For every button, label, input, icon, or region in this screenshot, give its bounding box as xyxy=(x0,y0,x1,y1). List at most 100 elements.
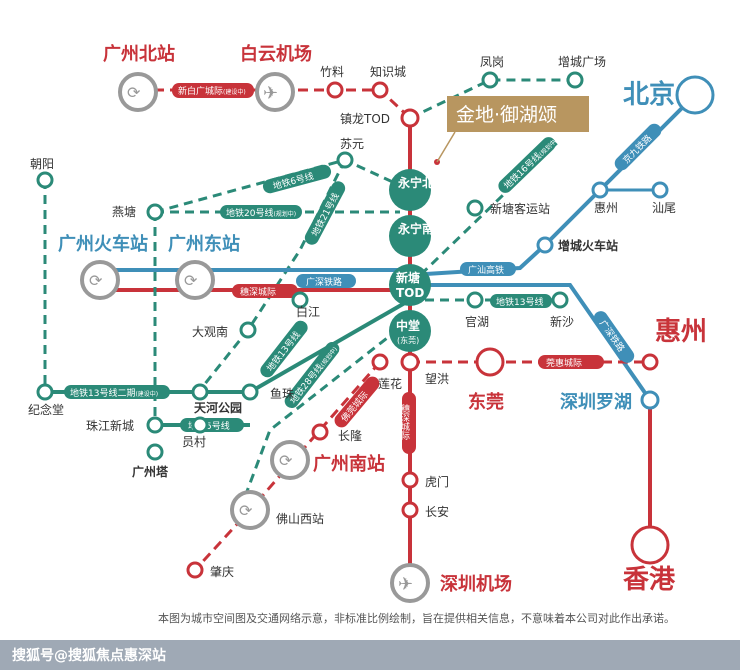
label-guanhu: 官湖 xyxy=(465,314,489,329)
svg-text:地铁13号线二期(建设中): 地铁13号线二期(建设中) xyxy=(70,387,158,399)
label-zhishicheng: 知识城 xyxy=(370,65,406,79)
dot-huizhou-s xyxy=(591,181,609,199)
airport-icons: ✈ ✈ xyxy=(255,72,430,603)
dot-baijiang xyxy=(291,291,309,309)
svg-text:✈: ✈ xyxy=(263,83,278,104)
label-baijiang: 白江 xyxy=(296,304,320,319)
label-huizhou-s: 惠州 xyxy=(594,201,618,215)
dot-tianhe-park xyxy=(191,383,209,401)
svg-text:永宁南站: 永宁南站 xyxy=(397,221,446,236)
label-baiyun: 白云机场 xyxy=(240,43,312,65)
svg-text:(东莞): (东莞) xyxy=(397,335,419,345)
label-huizhou-big: 惠州 xyxy=(655,317,707,347)
gz-rail-icon: ⟳ xyxy=(80,260,120,300)
label-xintang-bus: 新塘客运站 xyxy=(490,201,550,216)
dot-fenggang xyxy=(481,71,499,89)
metro20-tag: 地铁20号线(规划中) xyxy=(220,205,302,219)
svg-text:京九铁路: 京九铁路 xyxy=(620,132,654,166)
metro16-tag: 地铁16号线(规划中) xyxy=(498,136,559,193)
svg-text:莞惠城际: 莞惠城际 xyxy=(546,357,582,369)
dot-chaoyang xyxy=(36,171,54,189)
dot-daguannan xyxy=(239,321,257,339)
label-gz-north: 广州北站 xyxy=(103,43,175,65)
dot-lianhua xyxy=(371,353,389,371)
label-zhuliao: 竹料 xyxy=(320,65,344,79)
label-zengcheng-sq: 增城广场 xyxy=(558,55,606,69)
svg-text:永宁北站: 永宁北站 xyxy=(397,175,446,190)
label-changan: 长安 xyxy=(425,504,449,519)
svg-text:金地·御湖颂: 金地·御湖颂 xyxy=(456,104,557,126)
label-lianhua: 莲花 xyxy=(378,376,402,391)
project-callout: 金地·御湖颂 xyxy=(436,96,589,163)
gs-high-tag: 广汕高铁 xyxy=(460,262,516,276)
metro6-tag: 地铁6号线 xyxy=(262,164,332,194)
dot-zhuliao xyxy=(326,81,344,99)
dot-shanwei xyxy=(651,181,669,199)
watermark: 搜狐号@搜狐焦点惠深站 xyxy=(12,647,166,664)
dot-zhenlong xyxy=(400,108,420,128)
station-dots xyxy=(36,71,669,579)
dot-suyuan xyxy=(336,151,354,169)
hub-yongning-n: 永宁北站 xyxy=(389,169,446,211)
svg-text:TOD: TOD xyxy=(396,286,424,300)
teal-hubs: 永宁北站 永宁南站 新塘 TOD 中堂 (东莞) xyxy=(389,169,446,352)
dot-humen xyxy=(401,471,419,489)
label-tianhe-park: 天河公园 xyxy=(194,400,242,415)
svg-text:⟳: ⟳ xyxy=(89,271,103,290)
label-xinsha: 新沙 xyxy=(550,314,574,329)
svg-text:⟳: ⟳ xyxy=(127,83,141,102)
rail-hub-icons: ⟳ ⟳ ⟳ ⟳ ⟳ xyxy=(80,72,310,530)
dot-yuzhu xyxy=(241,383,259,401)
label-zhujiang: 珠江新城 xyxy=(86,418,134,433)
svg-text:✈: ✈ xyxy=(398,574,413,595)
dot-luohu xyxy=(640,390,660,410)
dot-changan xyxy=(401,501,419,519)
dot-yantang xyxy=(146,203,164,221)
label-gz-tower: 广州塔 xyxy=(132,464,169,479)
metro5-tag: 地铁5号线 xyxy=(180,418,244,432)
svg-text:穗深城际: 穗深城际 xyxy=(240,286,276,298)
line-paths xyxy=(43,78,697,580)
svg-text:中堂: 中堂 xyxy=(396,318,420,333)
label-fenggang: 凤岗 xyxy=(480,55,504,69)
dot-gz-tower xyxy=(146,443,164,461)
svg-text:⟳: ⟳ xyxy=(279,451,293,470)
dot-xintang-bus xyxy=(466,199,484,217)
dot-yuancun xyxy=(191,416,209,434)
baiyun-airport-icon: ✈ xyxy=(255,72,295,112)
hub-hongkong xyxy=(630,525,670,565)
dot-zhaoqing xyxy=(186,561,204,579)
label-gz-south: 广州南站 xyxy=(313,453,385,475)
label-yuancun: 员村 xyxy=(182,435,206,449)
footer-note: 本图为城市空间图及交通网络示意，非标准比例绘制，旨在提供相关信息，不意味着本公司… xyxy=(158,611,675,625)
hub-zhongtang: 中堂 (东莞) xyxy=(389,310,431,352)
dot-jiniantang xyxy=(36,383,54,401)
foshan-w-rail-icon: ⟳ xyxy=(230,490,270,530)
guanhui-tag: 莞惠城际 xyxy=(538,355,604,369)
label-shanwei: 汕尾 xyxy=(652,201,676,215)
dot-dongguan xyxy=(475,347,505,377)
svg-text:⟳: ⟳ xyxy=(184,271,198,290)
svg-text:广汕高铁: 广汕高铁 xyxy=(468,264,504,276)
svg-text:穗深城际: 穗深城际 xyxy=(399,403,410,441)
label-dongguan: 东莞 xyxy=(468,391,504,413)
jingjiu-tag: 京九铁路 xyxy=(614,123,662,171)
label-changlong: 长隆 xyxy=(338,428,362,443)
suishen-tag: 穗深城际 xyxy=(232,284,298,298)
label-daguannan: 大观南 xyxy=(192,324,228,339)
label-zengcheng-rail: 增城火车站 xyxy=(558,238,618,253)
label-gz-east: 广州东站 xyxy=(168,233,240,255)
dot-zengcheng-sq xyxy=(566,71,584,89)
label-foshan-w: 佛山西站 xyxy=(276,512,324,526)
gz-north-rail-icon: ⟳ xyxy=(118,72,158,112)
hub-xintang-tod: 新塘 TOD xyxy=(389,264,431,306)
label-gz-rail: 广州火车站 xyxy=(58,233,148,255)
svg-text:新塘: 新塘 xyxy=(396,270,420,285)
label-sz-airport: 深圳机场 xyxy=(440,573,512,595)
hub-beijing xyxy=(675,75,715,115)
suishen-v-tag: 穗深城际 xyxy=(399,392,416,454)
dot-zhishicheng xyxy=(371,81,389,99)
dot-changlong xyxy=(311,423,329,441)
dot-guanhu xyxy=(466,291,484,309)
